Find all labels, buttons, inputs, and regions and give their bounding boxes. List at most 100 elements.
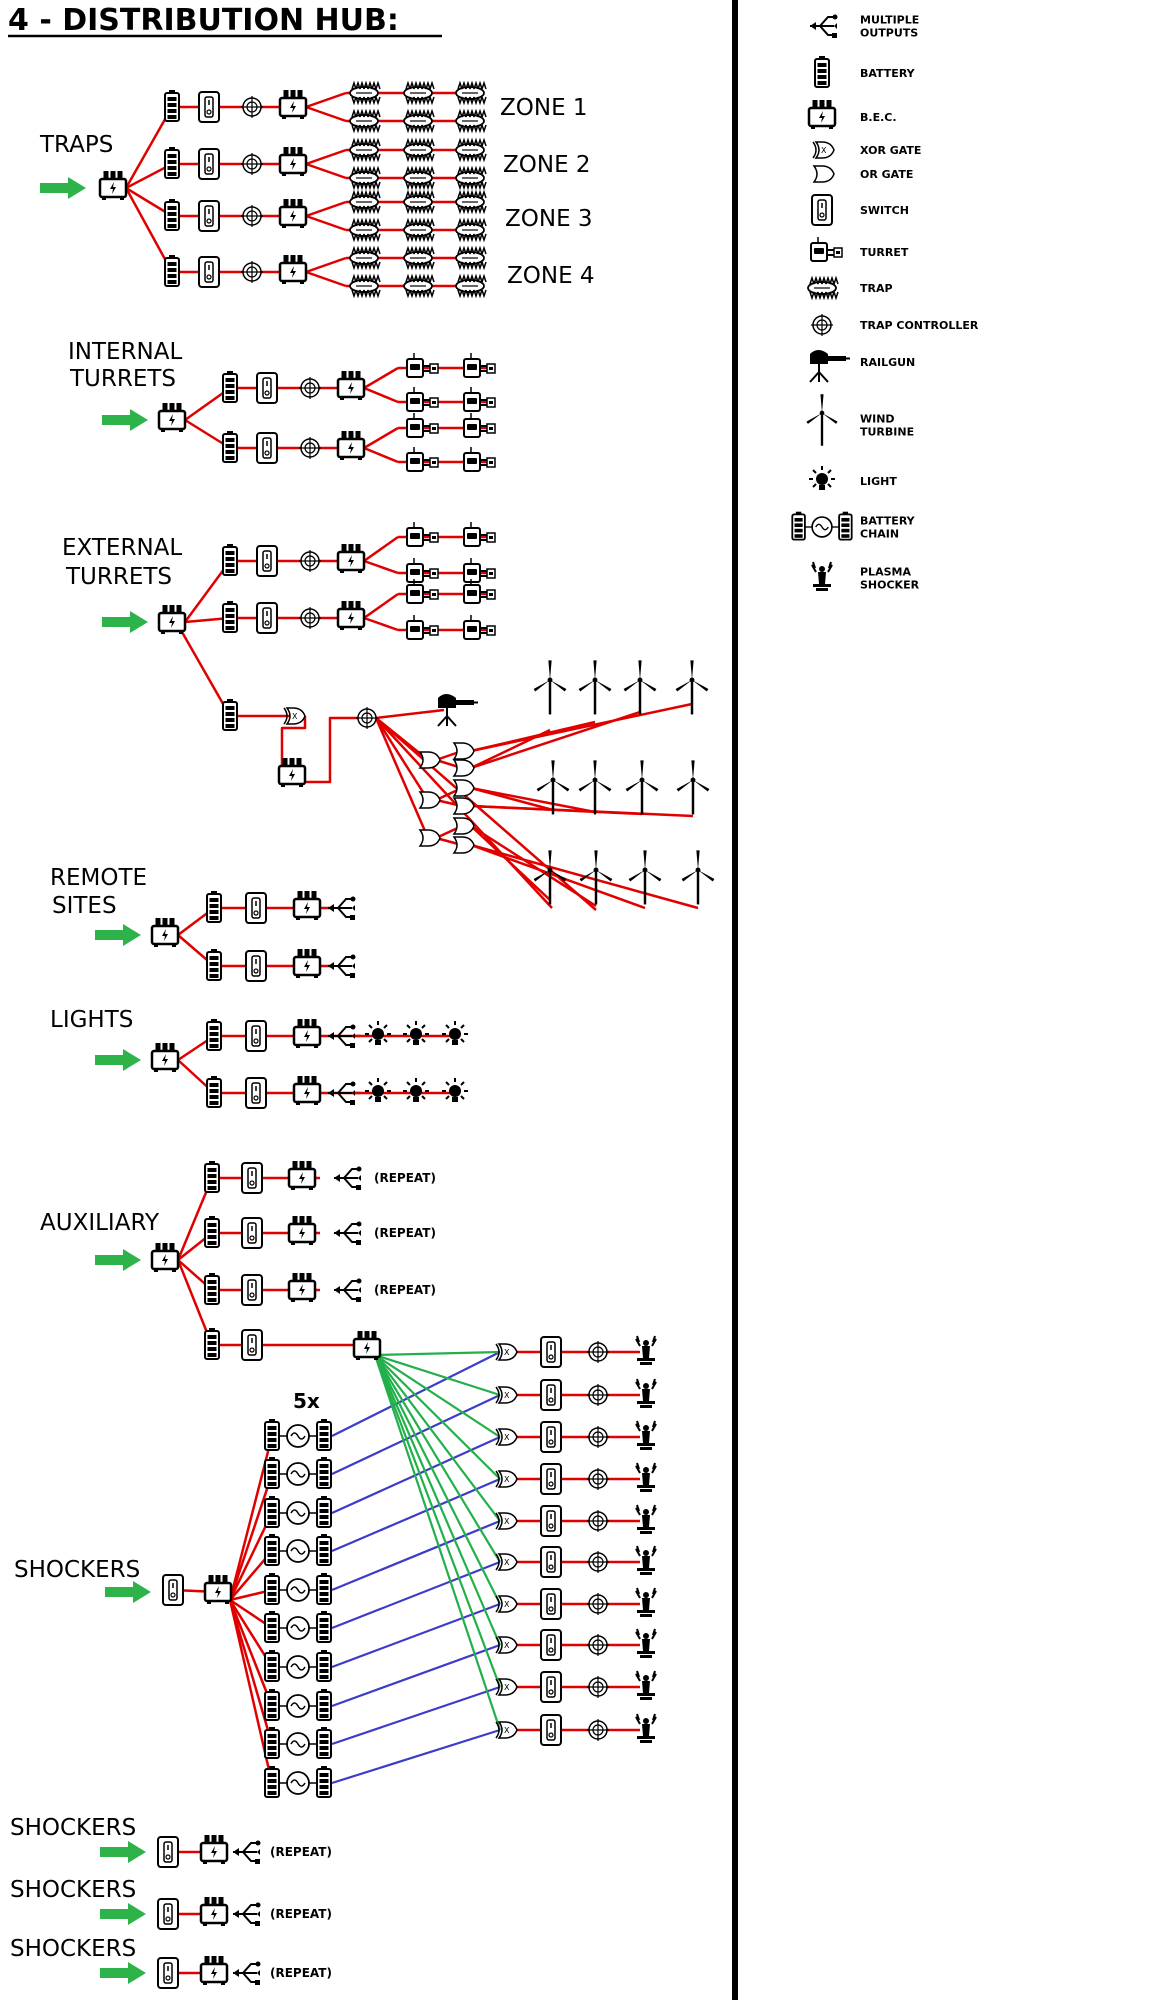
trap-controller-icon: [587, 1676, 609, 1698]
input-arrow: [40, 177, 86, 199]
battery-icon: [316, 1534, 332, 1566]
input-arrow: [95, 1049, 141, 1071]
svg-text:X: X: [504, 1558, 510, 1567]
input-arrow: [95, 924, 141, 946]
power-wire: [470, 786, 596, 814]
legend-label: BATTERY: [860, 515, 916, 528]
xor-gate-icon: X: [283, 707, 306, 725]
legend-label: XOR GATE: [860, 144, 921, 157]
trap-icon: [349, 137, 381, 163]
section-label-shockers: SHOCKERS: [14, 1557, 140, 1583]
trap-controller-icon: [241, 261, 263, 283]
battery-icon: [222, 371, 238, 403]
signal-wire-green: [374, 1353, 501, 1397]
trap-controller-icon: [587, 1510, 609, 1532]
power-wire: [305, 162, 347, 180]
svg-text:X: X: [504, 1683, 510, 1692]
plasma-shocker-icon: [635, 1670, 657, 1700]
switch-icon: [198, 256, 220, 288]
wind-turbine-icon: [533, 850, 567, 905]
multiple-outputs-icon: [328, 954, 356, 978]
power-wire: [305, 256, 347, 274]
plasma-shocker-icon: [635, 1545, 657, 1575]
input-arrow: [102, 611, 148, 633]
section-label-external: EXTERNAL: [62, 535, 182, 561]
xor-gate-icon: X: [495, 1636, 518, 1654]
turret-icon: [463, 579, 496, 604]
xor-gate-icon: X: [495, 1470, 518, 1488]
bec-icon: [292, 949, 322, 978]
battery-icon: [204, 1161, 220, 1193]
bec-icon: [292, 891, 322, 920]
power-wire: [363, 386, 399, 404]
trap-icon: [349, 108, 381, 134]
bec-icon: [807, 100, 837, 129]
section-label-lights: LIGHTS: [50, 1007, 133, 1033]
trap-icon: [455, 165, 487, 191]
power-wire: [180, 631, 232, 717]
bec-icon: [203, 1575, 233, 1604]
light-icon: [442, 1078, 468, 1102]
wind-turbine-icon: [806, 394, 838, 446]
legend-label: BATTERY: [860, 67, 916, 80]
trap-icon: [403, 273, 435, 299]
power-wire: [228, 1512, 274, 1601]
trap-icon: [403, 189, 435, 215]
trap-icon: [403, 165, 435, 191]
battery-icon: [222, 544, 238, 576]
turret-icon: [463, 447, 496, 472]
vertical-divider: [732, 0, 738, 2000]
switch-icon: [198, 148, 220, 180]
power-wire: [228, 1599, 274, 1707]
battery-chain-icon: [264, 1766, 332, 1798]
switch-icon: [540, 1671, 562, 1703]
battery-chain-icon: [264, 1727, 332, 1759]
signal-wire-green: [374, 1354, 501, 1438]
light-icon: [365, 1021, 391, 1045]
signal-wire-blue: [331, 1643, 501, 1708]
xor-gate-icon: X: [495, 1512, 518, 1530]
section-label-remote: REMOTE: [50, 865, 147, 891]
signal-wire-green: [374, 1354, 501, 1522]
wind-turbine-icon: [676, 760, 710, 815]
battery-chain-icon: [264, 1534, 332, 1566]
railgun-icon: [437, 694, 478, 727]
power-wire: [363, 426, 399, 450]
battery-icon: [206, 891, 222, 923]
turret-icon: [406, 615, 439, 640]
bec-icon: [150, 1043, 180, 1072]
plasma-shocker-icon: [635, 1587, 657, 1617]
zone-label: ZONE 2: [503, 152, 591, 178]
battery-chain-icon: [264, 1496, 332, 1528]
zone-label: ZONE 1: [500, 95, 588, 121]
legend-label: PLASMA: [860, 566, 911, 579]
battery-chain-icon: [264, 1611, 332, 1643]
legend-label: TRAP: [860, 282, 893, 295]
trap-controller-icon: [241, 96, 263, 118]
switch-icon: [245, 950, 267, 982]
power-wire: [124, 187, 174, 273]
zone-label: ZONE 4: [507, 263, 595, 289]
trap-icon: [403, 80, 435, 106]
bec-icon: [352, 1331, 382, 1360]
bec-icon: [278, 255, 308, 284]
bec-icon: [150, 918, 180, 947]
legend-label: OUTPUTS: [860, 27, 918, 40]
bec-icon: [287, 1216, 317, 1245]
legend-label: WIND: [860, 413, 895, 426]
battery-icon: [264, 1496, 280, 1528]
trap-controller-icon: [587, 1719, 609, 1741]
trap-icon: [455, 137, 487, 163]
light-icon: [403, 1078, 429, 1102]
switch-icon: [157, 1898, 179, 1930]
battery-icon: [316, 1689, 332, 1721]
xor-gate-icon: X: [495, 1386, 518, 1404]
signal-wire-blue: [331, 1351, 501, 1437]
switch-icon: [157, 1957, 179, 1989]
signal-wire-green: [373, 1354, 502, 1646]
battery-icon: [264, 1573, 280, 1605]
bec-icon: [336, 601, 366, 630]
section-label-shockers-repeat: SHOCKERS: [10, 1936, 136, 1962]
signal-wire-green: [374, 1354, 501, 1563]
